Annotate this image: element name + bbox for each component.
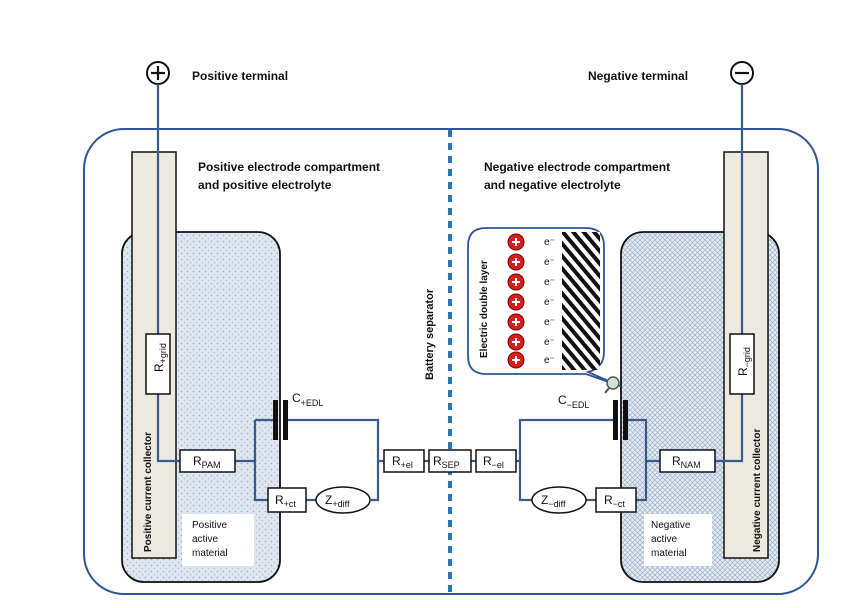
impedance-positive-diff [315, 486, 371, 514]
edl-electrode-hatch [562, 232, 600, 370]
positive-terminal-label: Positive terminal [192, 69, 288, 83]
electron-label: e⁻ [544, 297, 555, 308]
ion-column [507, 233, 525, 369]
negative-active-material-line2: active [651, 534, 678, 545]
resistor-separator [428, 449, 472, 473]
z-pos-diff-label: Z+diff [325, 493, 350, 509]
electron-label: e⁻ [544, 257, 555, 268]
plus-sign-icon [512, 258, 520, 266]
edl-label: Electric double layer [479, 260, 490, 358]
r-pam-label: RPAM [193, 454, 221, 470]
resistor-positive-ct [267, 487, 307, 513]
electron-label: e⁻ [544, 277, 555, 288]
r-pos-grid-label: R+grid [152, 343, 168, 372]
resistor-positive-electrolyte [383, 449, 425, 473]
r-pos-ct-label: R+ct [275, 493, 296, 509]
r-nam-label: RNAM [672, 454, 701, 470]
electron-bg [542, 234, 558, 248]
resistor-nam [659, 449, 716, 473]
c-neg-edl-label: C−EDL [558, 393, 589, 410]
positive-active-material-line2: active [192, 534, 219, 545]
negative-terminal-label: Negative terminal [588, 69, 688, 83]
r-neg-ct-label: R−ct [604, 493, 625, 509]
plus-sign-icon [512, 278, 520, 286]
electron-label: e⁻ [544, 355, 555, 366]
electron-column: e⁻ e⁻ e⁻ e⁻ e⁻ e⁻ e⁻ [542, 234, 558, 366]
c-pos-edl-label: C+EDL [292, 391, 323, 408]
negative-active-material-line3: material [651, 548, 687, 559]
negative-active-material-line1: Negative [651, 520, 691, 531]
r-pos-el-label: R+el [392, 454, 413, 470]
positive-collector-label: Positive current collector [143, 432, 154, 552]
electron-bg [542, 334, 558, 348]
r-neg-grid-label: R−grid [736, 347, 752, 376]
capacitor-positive-edl-plate-left [273, 400, 278, 440]
positive-active-material-line3: material [192, 548, 228, 559]
electron-label: e⁻ [544, 337, 555, 348]
capacitor-negative-edl-plate-right [623, 400, 628, 440]
positive-compartment-title: Positive electrode compartment [198, 160, 380, 174]
resistor-negative-grid [729, 333, 755, 395]
plus-sign-icon [512, 238, 520, 246]
r-sep-label: RSEP [433, 454, 460, 470]
capacitor-positive-edl-plate-right [283, 400, 288, 440]
circuit-wires [156, 84, 744, 502]
electron-bg [542, 254, 558, 268]
positive-compartment-subtitle: and positive electrolyte [198, 178, 332, 192]
negative-compartment-title: Negative electrode compartment [484, 160, 670, 174]
impedance-negative-diff [531, 486, 587, 514]
electron-label: e⁻ [544, 237, 555, 248]
separator-label: Battery separator [424, 288, 436, 380]
resistor-negative-ct [595, 487, 637, 513]
electron-bg [542, 274, 558, 288]
magnifier-icon [606, 376, 620, 390]
resistor-pam [179, 449, 236, 473]
plus-sign-icon [512, 318, 520, 326]
capacitor-negative-edl-plate-left [613, 400, 618, 440]
negative-active-material-label-box [644, 514, 712, 566]
resistor-positive-grid [145, 333, 171, 395]
electron-label: e⁻ [544, 317, 555, 328]
positive-active-material-line1: Positive [192, 520, 227, 531]
negative-compartment-subtitle: and negative electrolyte [484, 178, 621, 192]
resistor-negative-electrolyte [475, 449, 517, 473]
negative-collector-label: Negative current collector [752, 429, 763, 552]
plus-sign-icon [512, 298, 520, 306]
plus-sign-icon [512, 356, 520, 364]
battery-enclosure [83, 128, 819, 595]
electron-bg [542, 352, 558, 366]
electron-bg [542, 294, 558, 308]
r-neg-el-label: R−el [483, 454, 504, 470]
positive-active-material-label-box [182, 514, 254, 566]
magnifier-handle [604, 387, 610, 394]
plus-sign-icon [512, 338, 520, 346]
electron-bg [542, 314, 558, 328]
z-neg-diff-label: Z−diff [541, 493, 566, 509]
